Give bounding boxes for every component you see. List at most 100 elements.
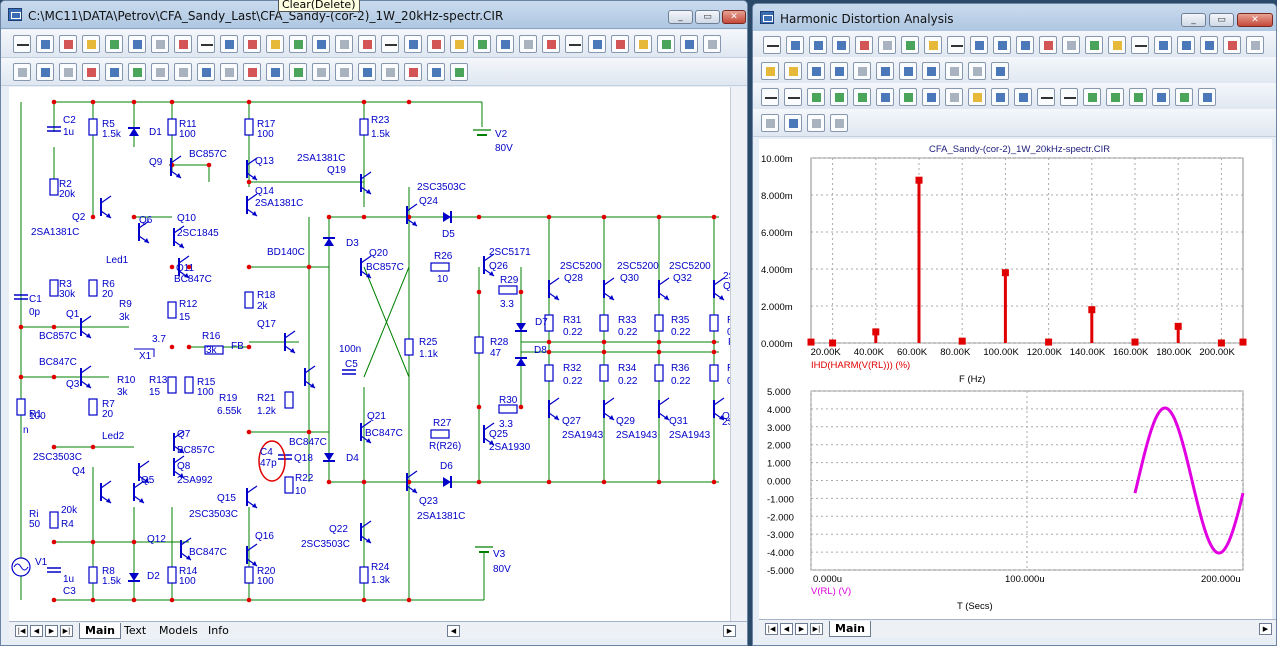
schematic-row1-tool-7-icon[interactable]: [151, 35, 169, 53]
analysis-row4-tool-2-icon[interactable]: [784, 114, 802, 132]
schematic-titlebar[interactable]: C:\MC11\DATA\Petrov\CFA_Sandy_Last\CFA_S…: [1, 1, 747, 29]
analysis-close-button[interactable]: ✕: [1237, 13, 1273, 27]
schematic-row2-tool-8-icon[interactable]: [174, 63, 192, 81]
minimize-button[interactable]: _: [668, 10, 693, 24]
analysis-row3-tool-17-icon[interactable]: [1129, 88, 1147, 106]
analysis-row4-tool-3-icon[interactable]: [807, 114, 825, 132]
analysis-row1-tool-22-icon[interactable]: [1246, 36, 1264, 54]
analysis-row3-tool-18-icon[interactable]: [1152, 88, 1170, 106]
last-page-icon[interactable]: ▶|: [60, 625, 73, 637]
schematic-row1-tool-19-icon[interactable]: [427, 35, 445, 53]
schematic-row1-tool-3-icon[interactable]: [59, 35, 77, 53]
analysis-row1-tool-18-icon[interactable]: [1154, 36, 1172, 54]
schematic-row1-tool-29-icon[interactable]: [657, 35, 675, 53]
schematic-row2-tool-1-icon[interactable]: [13, 63, 31, 81]
analysis-row1-tool-13-icon[interactable]: [1039, 36, 1057, 54]
scroll-left-icon[interactable]: ◀: [447, 625, 460, 637]
schematic-row2-tool-10-icon[interactable]: [220, 63, 238, 81]
analysis-row4-tool-4-icon[interactable]: [830, 114, 848, 132]
schematic-row1-tool-6-icon[interactable]: [128, 35, 146, 53]
schematic-row1-tool-20-icon[interactable]: [450, 35, 468, 53]
analysis-row3-tool-6-icon[interactable]: [876, 88, 894, 106]
schematic-row1-tool-10-icon[interactable]: [220, 35, 238, 53]
schematic-row1-tool-11-icon[interactable]: [243, 35, 261, 53]
analysis-row1-tool-5-icon[interactable]: [855, 36, 873, 54]
schematic-row1-tool-21-icon[interactable]: [473, 35, 491, 53]
maximize-button[interactable]: ▭: [695, 10, 720, 24]
schematic-row1-tool-27-icon[interactable]: [611, 35, 629, 53]
analysis-row2-tool-8-icon[interactable]: [922, 62, 940, 80]
schematic-row2-tool-7-icon[interactable]: [151, 63, 169, 81]
schematic-row2-tool-2-icon[interactable]: [36, 63, 54, 81]
analysis-row1-tool-2-icon[interactable]: [786, 36, 804, 54]
analysis-maximize-button[interactable]: ▭: [1209, 13, 1234, 27]
schematic-row2-tool-17-icon[interactable]: [381, 63, 399, 81]
tab-info[interactable]: Info: [208, 624, 229, 637]
analysis-row3-tool-8-icon[interactable]: [922, 88, 940, 106]
vertical-scrollbar[interactable]: [730, 87, 747, 622]
schematic-row2-tool-20-icon[interactable]: [450, 63, 468, 81]
scroll-right-icon[interactable]: ▶: [723, 625, 736, 637]
analysis-row3-tool-3-icon[interactable]: [807, 88, 825, 106]
prev-page-icon[interactable]: ◀: [30, 625, 43, 637]
analysis-next-page-icon[interactable]: ▶: [795, 623, 808, 635]
schematic-row1-tool-26-icon[interactable]: [588, 35, 606, 53]
analysis-row1-tool-15-icon[interactable]: [1085, 36, 1103, 54]
schematic-row2-tool-15-icon[interactable]: [335, 63, 353, 81]
analysis-row3-tool-19-icon[interactable]: [1175, 88, 1193, 106]
first-page-icon[interactable]: |◀: [15, 625, 28, 637]
schematic-row1-tool-9-icon[interactable]: [197, 35, 215, 53]
schematic-row1-tool-28-icon[interactable]: [634, 35, 652, 53]
schematic-row1-tool-2-icon[interactable]: [36, 35, 54, 53]
analysis-row1-tool-20-icon[interactable]: [1200, 36, 1218, 54]
schematic-row1-tool-5-icon[interactable]: [105, 35, 123, 53]
analysis-row2-tool-10-icon[interactable]: [968, 62, 986, 80]
schematic-row2-tool-12-icon[interactable]: [266, 63, 284, 81]
analysis-row1-tool-8-icon[interactable]: [924, 36, 942, 54]
schematic-row2-tool-11-icon[interactable]: [243, 63, 261, 81]
analysis-row3-tool-20-icon[interactable]: [1198, 88, 1216, 106]
analysis-row3-tool-13-icon[interactable]: [1037, 88, 1055, 106]
analysis-row1-tool-3-icon[interactable]: [809, 36, 827, 54]
analysis-row1-tool-19-icon[interactable]: [1177, 36, 1195, 54]
analysis-row1-tool-6-icon[interactable]: [878, 36, 896, 54]
analysis-scroll-right-icon[interactable]: ▶: [1259, 623, 1272, 635]
analysis-row2-tool-2-icon[interactable]: [784, 62, 802, 80]
analysis-tab-main[interactable]: Main: [829, 621, 871, 637]
analysis-row2-tool-3-icon[interactable]: [807, 62, 825, 80]
schematic-row1-tool-12-icon[interactable]: [266, 35, 284, 53]
analysis-row1-tool-12-icon[interactable]: [1016, 36, 1034, 54]
analysis-prev-page-icon[interactable]: ◀: [780, 623, 793, 635]
analysis-row3-tool-15-icon[interactable]: [1083, 88, 1101, 106]
analysis-row2-tool-1-icon[interactable]: [761, 62, 779, 80]
analysis-first-page-icon[interactable]: |◀: [765, 623, 778, 635]
analysis-row3-tool-5-icon[interactable]: [853, 88, 871, 106]
schematic-row1-tool-15-icon[interactable]: [335, 35, 353, 53]
schematic-row2-tool-18-icon[interactable]: [404, 63, 422, 81]
analysis-row3-tool-14-icon[interactable]: [1060, 88, 1078, 106]
schematic-row1-tool-24-icon[interactable]: [542, 35, 560, 53]
analysis-row1-tool-14-icon[interactable]: [1062, 36, 1080, 54]
schematic-row2-tool-19-icon[interactable]: [427, 63, 445, 81]
analysis-row2-tool-7-icon[interactable]: [899, 62, 917, 80]
analysis-row1-tool-21-icon[interactable]: [1223, 36, 1241, 54]
analysis-row3-tool-7-icon[interactable]: [899, 88, 917, 106]
schematic-row1-tool-13-icon[interactable]: [289, 35, 307, 53]
analysis-row4-tool-1-icon[interactable]: [761, 114, 779, 132]
analysis-row3-tool-4-icon[interactable]: [830, 88, 848, 106]
schematic-row1-tool-23-icon[interactable]: [519, 35, 537, 53]
analysis-row3-tool-16-icon[interactable]: [1106, 88, 1124, 106]
analysis-row2-tool-9-icon[interactable]: [945, 62, 963, 80]
schematic-row2-tool-14-icon[interactable]: [312, 63, 330, 81]
analysis-row1-tool-9-icon[interactable]: [947, 36, 965, 54]
analysis-minimize-button[interactable]: _: [1181, 13, 1206, 27]
schematic-row1-tool-17-icon[interactable]: [381, 35, 399, 53]
analysis-row1-tool-4-icon[interactable]: [832, 36, 850, 54]
schematic-row1-tool-4-icon[interactable]: [82, 35, 100, 53]
analysis-row3-tool-10-icon[interactable]: [968, 88, 986, 106]
schematic-row1-tool-8-icon[interactable]: [174, 35, 192, 53]
schematic-row2-tool-3-icon[interactable]: [59, 63, 77, 81]
schematic-row1-tool-25-icon[interactable]: [565, 35, 583, 53]
